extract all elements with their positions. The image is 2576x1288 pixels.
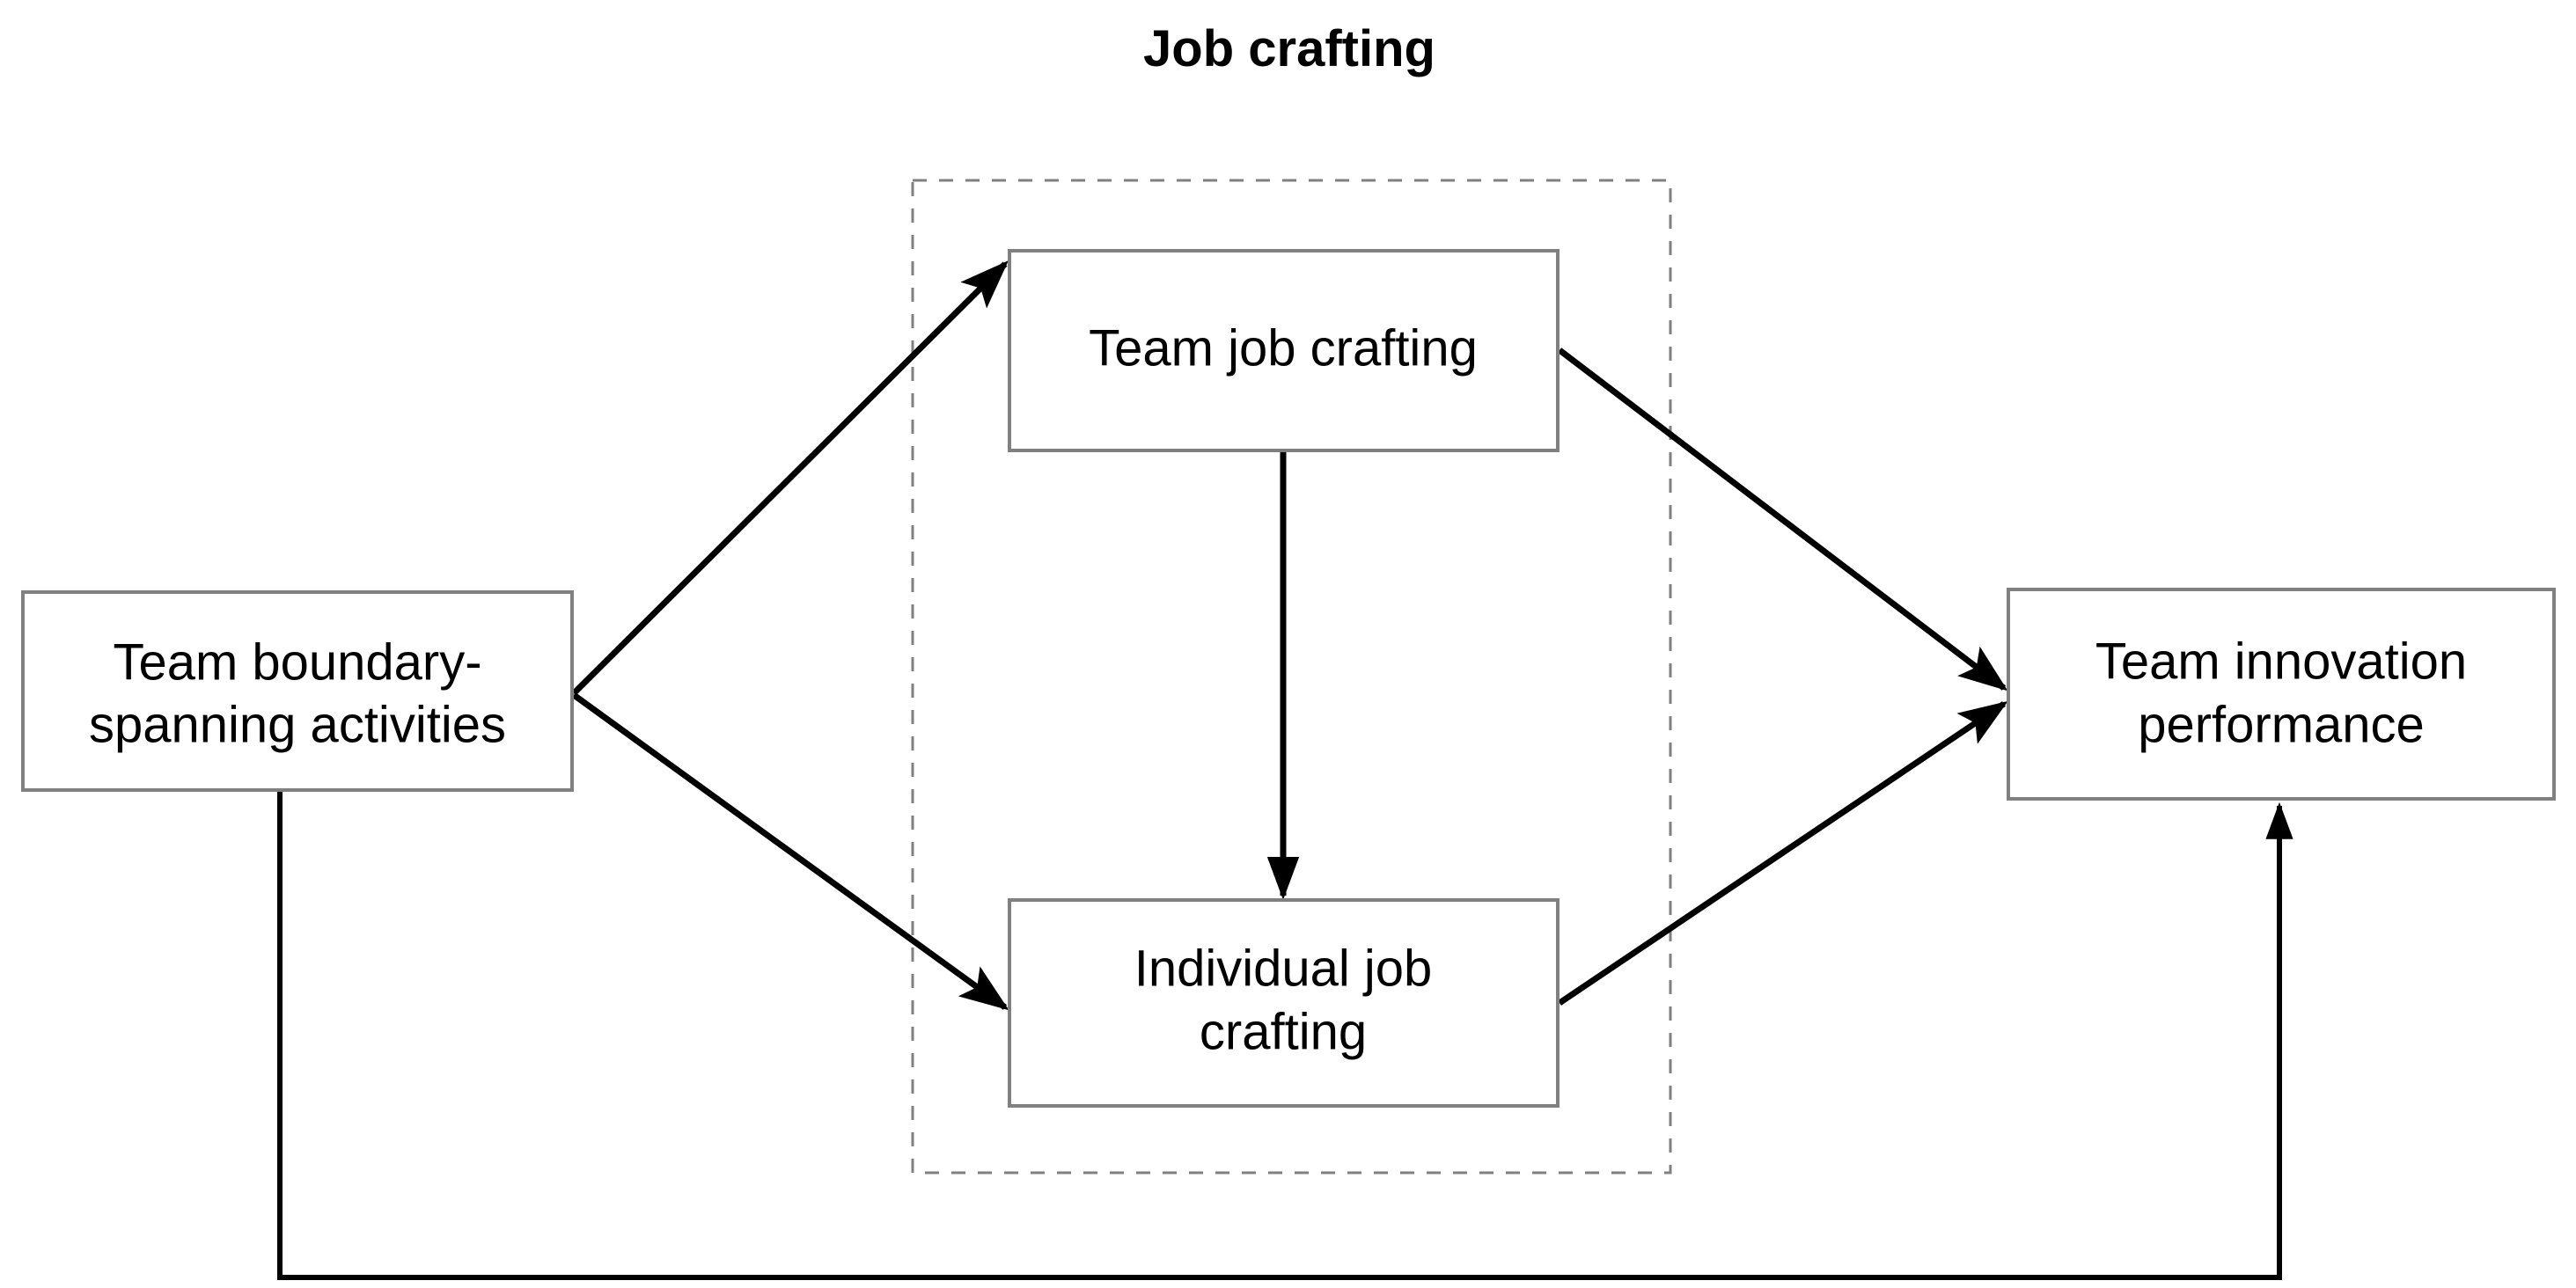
edge-team-job-crafting-to-performance	[1557, 348, 2008, 692]
node-individual-job-crafting[interactable]: Individual job crafting	[1008, 898, 1560, 1108]
edge-tbsa-to-performance-direct	[277, 792, 2293, 1280]
node-label-individual-job-crafting-line1: Individual job	[1134, 940, 1433, 997]
node-label-team-boundary-spanning-activities-line2: spanning activities	[89, 696, 506, 753]
node-team-boundary-spanning-activities[interactable]: Team boundary- spanning activities	[21, 590, 574, 792]
node-team-job-crafting[interactable]: Team job crafting	[1008, 249, 1560, 452]
node-box-team-job-crafting[interactable]	[1008, 249, 1560, 452]
node-box-individual-job-crafting[interactable]	[1008, 898, 1560, 1108]
job-crafting-group-box	[911, 179, 1672, 1175]
node-label-team-innovation-performance-line1: Team innovation	[2095, 633, 2467, 690]
node-box-team-boundary-spanning-activities[interactable]	[21, 590, 574, 792]
node-label-team-innovation-performance-line2: performance	[2138, 696, 2425, 753]
edge-tbsa-to-team-job-crafting	[571, 260, 1009, 696]
node-label-team-boundary-spanning-activities-line1: Team boundary-	[113, 633, 481, 691]
node-box-team-innovation-performance[interactable]	[2007, 588, 2556, 801]
node-team-innovation-performance[interactable]: Team innovation performance	[2007, 588, 2556, 801]
diagram-title: Job crafting	[1143, 20, 1435, 77]
node-label-individual-job-crafting-line2: crafting	[1200, 1003, 1367, 1060]
edge-tbsa-to-individual-job-crafting	[571, 692, 1009, 1011]
edge-individual-job-crafting-to-performance	[1558, 700, 2008, 1006]
node-label-team-job-crafting: Team job crafting	[1089, 319, 1478, 377]
